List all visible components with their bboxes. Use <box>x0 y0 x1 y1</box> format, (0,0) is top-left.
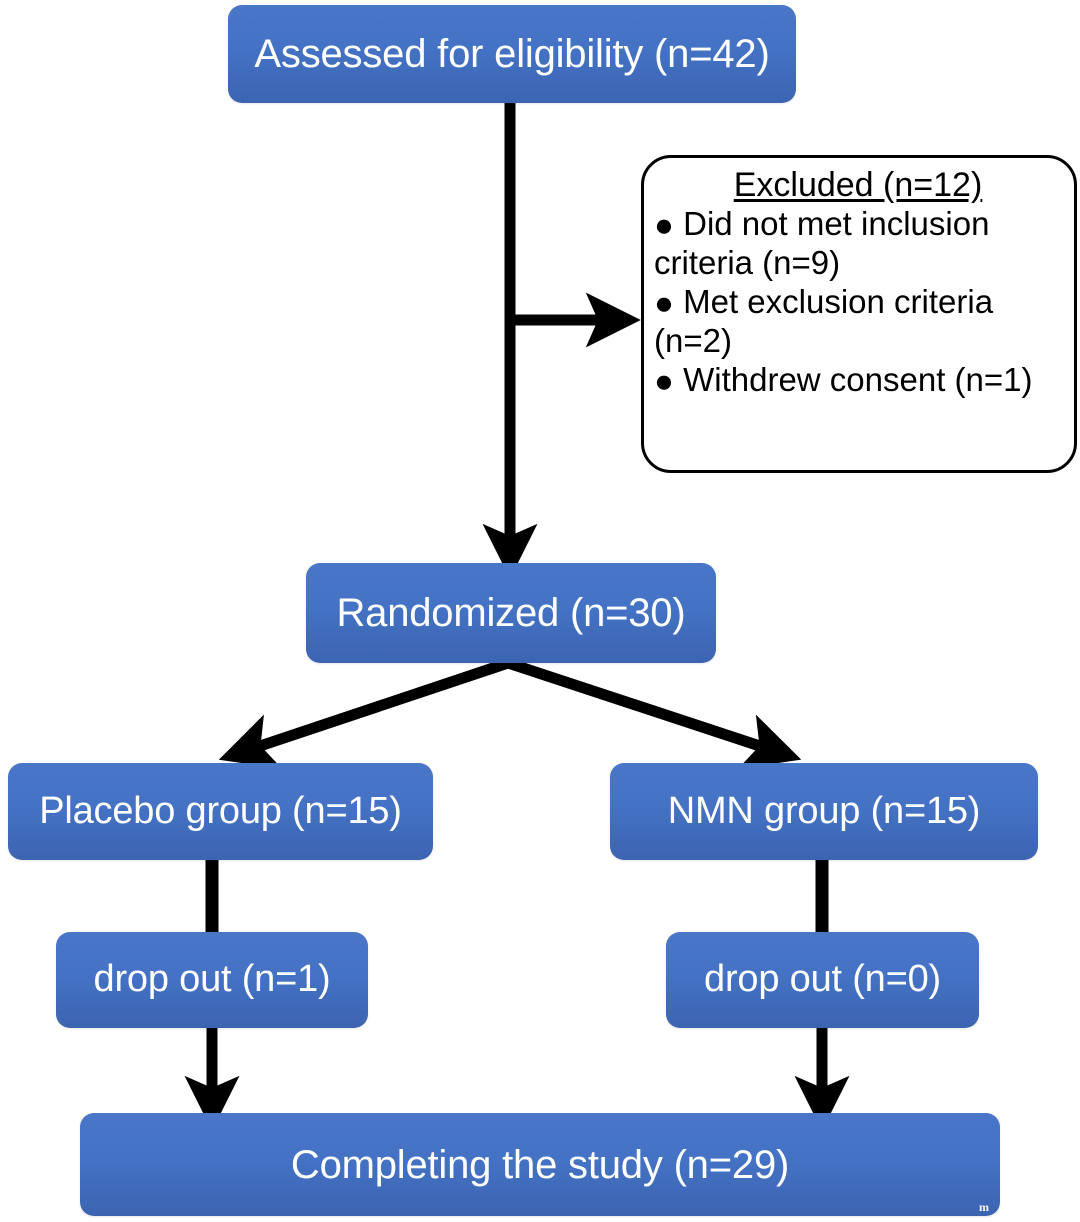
node-excluded-callout[interactable]: Excluded (n=12) ● Did not met inclusion … <box>641 155 1077 473</box>
corner-watermark: m <box>979 1200 989 1215</box>
node-randomized[interactable]: Randomized (n=30) <box>306 563 716 663</box>
node-placebo-group-label: Placebo group (n=15) <box>39 789 402 832</box>
excluded-item-text: Did not met inclusion criteria (n=9) <box>654 205 990 282</box>
node-placebo-group[interactable]: Placebo group (n=15) <box>8 763 433 860</box>
excluded-item-text: Met exclusion criteria (n=2) <box>654 282 994 359</box>
node-nmn-group-label: NMN group (n=15) <box>667 789 981 832</box>
node-assessed-label: Assessed for eligibility (n=42) <box>254 32 770 76</box>
bullet-icon: ● <box>654 361 674 399</box>
node-assessed-for-eligibility[interactable]: Assessed for eligibility (n=42) <box>228 5 796 103</box>
excluded-list-item: ● Withdrew consent (n=1) <box>652 361 1070 400</box>
node-nmn-dropout[interactable]: drop out (n=0) <box>666 932 979 1028</box>
excluded-item-text: Withdrew consent (n=1) <box>683 360 1033 398</box>
edge-randomized-to-placebo <box>218 657 510 769</box>
bullet-icon: ● <box>654 283 674 321</box>
excluded-list-item: ● Met exclusion criteria (n=2) <box>652 283 1070 361</box>
node-placebo-dropout-label: drop out (n=1) <box>93 958 331 1001</box>
excluded-list-item: ● Did not met inclusion criteria (n=9) <box>652 205 1070 283</box>
node-nmn-group[interactable]: NMN group (n=15) <box>610 763 1038 860</box>
node-completing-label: Completing the study (n=29) <box>290 1142 790 1187</box>
node-completing-the-study[interactable]: Completing the study (n=29) m <box>80 1113 1000 1216</box>
excluded-title: Excluded (n=12) <box>733 166 983 204</box>
node-placebo-dropout[interactable]: drop out (n=1) <box>56 932 368 1028</box>
bullet-icon: ● <box>654 206 674 244</box>
node-randomized-label: Randomized (n=30) <box>336 591 686 635</box>
node-nmn-dropout-label: drop out (n=0) <box>704 958 941 1001</box>
edge-randomized-to-nmn <box>506 657 802 769</box>
